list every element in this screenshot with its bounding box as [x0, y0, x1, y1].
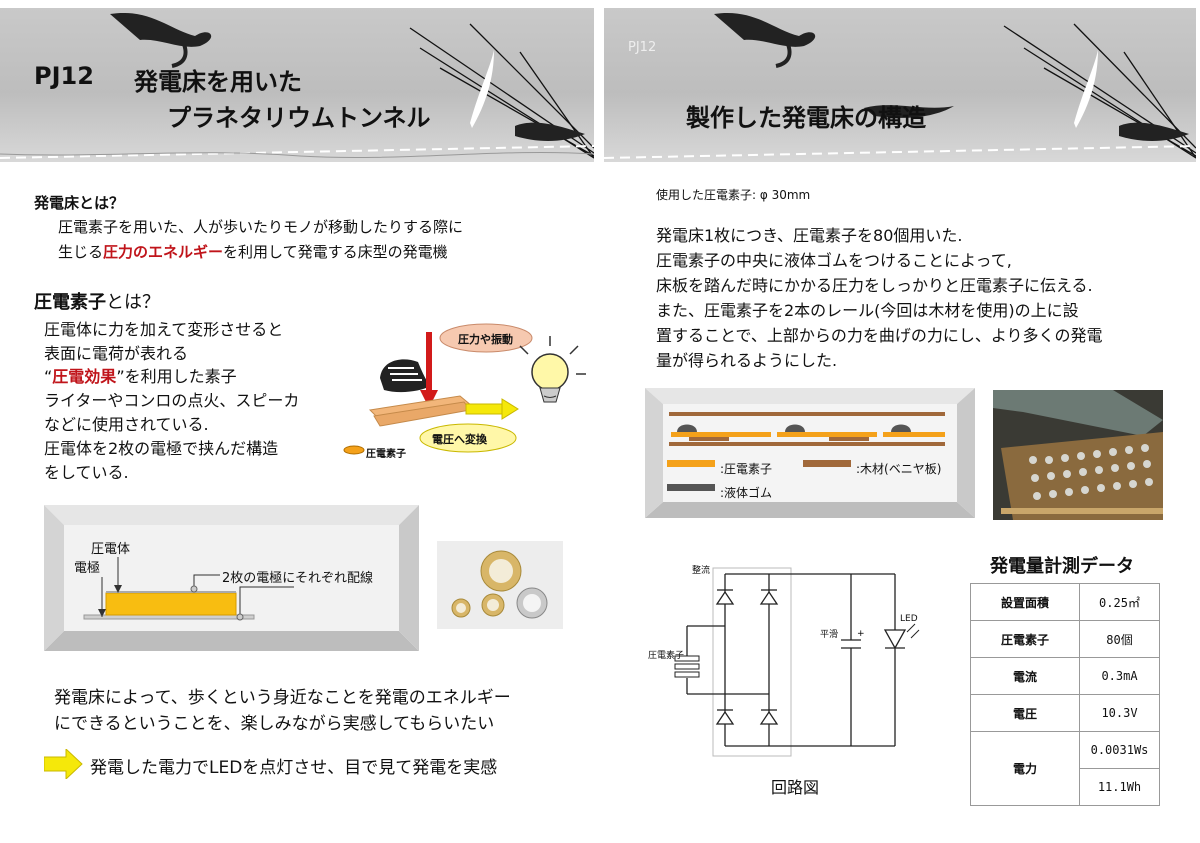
piezo-illustration: [343, 323, 586, 455]
title-banner-right: PJ12 製作した発電床の構造: [604, 8, 1196, 162]
piezo-heading: 圧電素子とは？: [34, 292, 160, 313]
legend-rubber-label: :液体ゴム: [720, 486, 773, 500]
used-element-note: 使用した圧電素子: φ 30mm: [656, 188, 811, 202]
floor-desc-line2: 生じる圧力のエネルギーを利用して発電する床型の発電機: [58, 243, 448, 261]
yellow-arrow-bullet-icon: [44, 749, 83, 779]
banner-decoration: [604, 12, 1196, 159]
piezo-disc-photo: [437, 541, 563, 629]
illus-piezo-label: 圧電素子: [366, 449, 406, 460]
piezo-desc-line4: ライターやコンロの点火、スピーカ: [44, 391, 300, 410]
table-row: 11.1Wh: [971, 768, 1160, 806]
structure-para1: 発電床1枚につき、圧電素子を80個用いた.: [656, 226, 963, 245]
illus-convert-label: 電圧へ変換: [432, 433, 487, 446]
diagram-electrode-label: 電極: [74, 561, 101, 576]
piezo-desc-line2: 表面に電荷が表れる: [44, 344, 189, 363]
data-title: 発電量計測データ: [990, 556, 1134, 577]
svg-text:+: +: [857, 629, 865, 639]
diagram-piezo-body-label: 圧電体: [91, 542, 131, 557]
shoe-icon: [380, 359, 430, 393]
legend-piezo-label: :圧電素子: [720, 462, 773, 476]
project-code: PJ12: [34, 62, 94, 90]
floor-photo: [993, 390, 1163, 520]
diagram-wiring-label: 2枚の電極にそれぞれ配線: [222, 571, 374, 586]
title-banner-left: PJ12 発電床を用いた プラネタリウムトンネル: [0, 8, 594, 162]
conclusion-line1: 発電床によって、歩くという身近なことを発電のエネルギー: [54, 688, 511, 708]
structure-para2: 圧電素子の中央に液体ゴムをつけることによって,: [656, 251, 1012, 270]
piezo-desc-line6: 圧電体を2枚の電極で挟んだ構造: [44, 439, 279, 458]
legend-wood-label: :木材(ベニヤ板): [856, 462, 942, 476]
floor-desc-line1: 圧電素子を用いた、人が歩いたりモノが移動したりする際に: [58, 218, 464, 236]
structure-para5: 置することで、上部からの力を曲げの力にし、より多くの発電: [656, 326, 1103, 345]
slide-title-right: 製作した発電床の構造: [686, 104, 926, 132]
piezo-desc-line1: 圧電体に力を加えて変形させると: [44, 320, 284, 339]
piezo-structure-diagram: [44, 505, 419, 651]
circuit-piezo-label: 圧電素子: [648, 651, 685, 661]
circuit-caption: 回路図: [771, 778, 820, 797]
pressure-arrow-icon: [420, 390, 438, 408]
banner-decoration: [0, 12, 594, 159]
slide-title-line2: プラネタリウムトンネル: [167, 104, 431, 132]
illus-pressure-label: 圧力や振動: [458, 333, 513, 346]
structure-para3: 床板を踏んだ時にかかる圧力をしっかりと圧電素子に伝える.: [656, 276, 1093, 295]
highlight-piezo-effect: 圧電効果: [52, 367, 117, 386]
piezo-desc-line3: “圧電効果”を利用した素子: [44, 367, 237, 386]
structure-para6: 量が得られるようにした.: [656, 351, 838, 370]
piezo-desc-line5: などに使用されている.: [44, 415, 209, 434]
circuit-rectifier-label: 整流: [692, 566, 711, 576]
highlight-pressure-energy: 圧力のエネルギー: [103, 243, 224, 261]
circuit-diagram: +: [674, 567, 920, 757]
yellow-arrow-icon: [501, 398, 519, 420]
floor-heading: 発電床とは？: [34, 194, 125, 212]
circuit-smoothing-label: 平滑: [820, 630, 839, 640]
circuit-led-label: LED: [900, 614, 918, 624]
piezo-desc-line7: をしている.: [44, 463, 129, 482]
light-bulb-icon: [519, 336, 586, 403]
project-code-right: PJ12: [628, 40, 657, 55]
slide-title-line1: 発電床を用いた: [134, 68, 302, 96]
structure-para4: また、圧電素子を2本のレール(今回は木材を使用)の上に設: [656, 301, 1079, 320]
conclusion-line2: にできるということを、楽しみながら実感してもらいたい: [54, 714, 495, 734]
floor-structure-diagram: [645, 388, 975, 518]
arrow-text: 発電した電力でLEDを点灯させ、目で見て発電を実感: [90, 758, 498, 778]
